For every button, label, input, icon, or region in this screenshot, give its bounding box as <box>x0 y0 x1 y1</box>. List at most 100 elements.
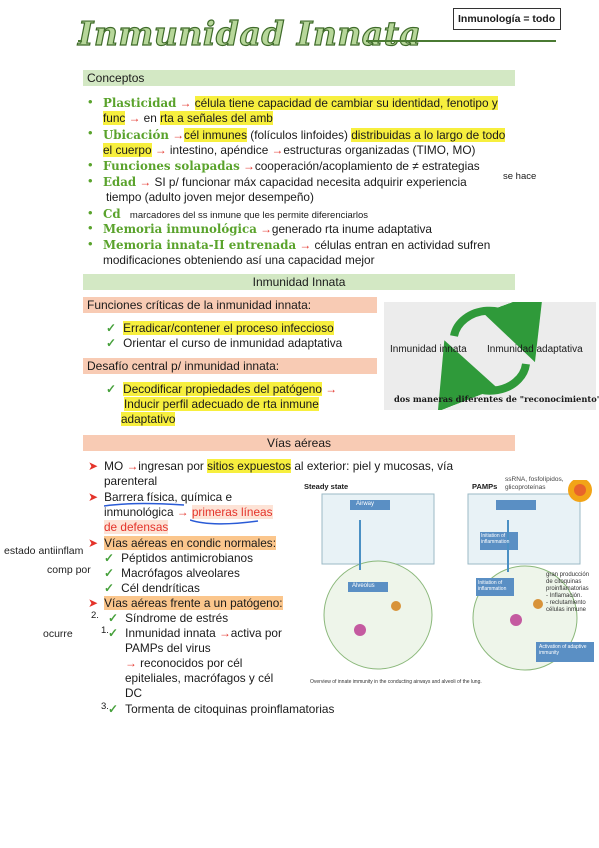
item-text: Tormenta de citoquinas proinflamatorias <box>125 702 335 716</box>
triangle-bullet-icon: ➤ <box>88 536 98 550</box>
text-distribuidas: distribuidas a lo largo de todo <box>351 128 506 142</box>
subject-tag: Inmunología = todo <box>453 8 561 30</box>
bullet-dot: • <box>88 236 93 251</box>
fig-label-steady: Steady state <box>304 482 349 491</box>
page-title: Inmunidad Innata <box>77 13 422 53</box>
def-cd: marcadores del ss inmune que les permite… <box>129 210 369 221</box>
text-exterior: al exterior: piel y mucosas, vía <box>291 459 454 473</box>
list-item: ✓ Decodificar propiedades del patógeno → <box>106 382 337 396</box>
cycle-left-label: Inmunidad innata <box>390 344 467 355</box>
def-memoria-innata: células entran en actividad sufren <box>314 238 491 252</box>
check-icon: ✓ <box>104 581 114 595</box>
vias-barrera-cont2: de defensas <box>104 520 169 534</box>
concept-memoria-innata: Memoria innata-II entrenada → células en… <box>103 238 490 252</box>
item-text: Orientar el curso de inmunidad adaptativ… <box>123 336 343 350</box>
fig-caption: Overview of innate immunity in the condu… <box>310 679 482 685</box>
check-icon: ✓ <box>108 702 118 716</box>
heading-funciones-label: Funciones críticas de la inmunidad innat… <box>87 298 312 312</box>
section-inmunidad-innata: Inmunidad Innata <box>83 274 515 290</box>
text-primeras-lineas: primeras líneas <box>191 505 273 519</box>
arrow-icon: → <box>299 238 312 252</box>
cycle-arrows-icon <box>437 302 544 410</box>
term-ubicacion: Ubicación <box>103 128 169 142</box>
bullet-dot: • <box>88 220 93 235</box>
list-item-cont: epiteliales, macrófagos y cél <box>125 671 274 685</box>
concept-memoria-innata-cont: modificaciones obteniendo así una capaci… <box>103 253 375 267</box>
item-text: Macrófagos alveolares <box>121 566 240 580</box>
item-text: Inmunidad innata <box>125 626 216 640</box>
fig-label-alveolus: Alveolus <box>352 583 375 589</box>
fig-pamps-note2: glicoproteínas <box>505 484 546 491</box>
vias-barrera-cont: inmunológica → primeras líneas <box>104 505 273 519</box>
item-text: Cél dendríticas <box>121 581 200 595</box>
item-text: reconocidos por cél <box>140 656 243 670</box>
text-foliculos: (folículos linfoides) <box>247 128 352 142</box>
triangle-bullet-icon: ➤ <box>88 490 98 504</box>
item-text: Erradicar/contener el proceso infeccioso <box>123 321 334 335</box>
arrow-icon: → <box>260 222 272 236</box>
side-note-line: proinflamatorias <box>546 586 589 592</box>
check-icon: ✓ <box>106 336 116 350</box>
text-mo: MO <box>104 459 124 473</box>
vias-normales-heading: ➤ Vías aéreas en condic normales: <box>88 536 276 550</box>
cycle-diagram: Inmunidad innata Inmunidad adaptativa do… <box>384 302 599 410</box>
desafio-cont: adaptativo <box>121 412 176 426</box>
list-item: ✓ Tormenta de citoquinas proinflamatoria… <box>108 702 334 716</box>
bullet-dot: • <box>88 94 93 109</box>
check-icon: ✓ <box>104 566 114 580</box>
term-edad: Edad <box>103 175 137 189</box>
fig-pamps-note1: ssRNA, fosfolípidos, <box>505 476 564 483</box>
fig-side-notes: gran producción de citoquinas proinflama… <box>546 572 589 614</box>
vias-mo-cont: parenteral <box>104 474 158 488</box>
side-note-line: - reclutamiento <box>546 600 586 606</box>
list-item-cont: PAMPs del virus <box>125 641 211 655</box>
term-funciones: Funciones solapadas <box>103 159 240 173</box>
bullet-dot: • <box>88 173 93 188</box>
concept-edad: Edad → SI p/ funcionar máx capacidad nec… <box>103 175 467 189</box>
section-inmunidad-label: Inmunidad Innata <box>252 275 346 289</box>
text-ingresan: ingresan por <box>138 459 204 473</box>
arrow-icon: → <box>172 128 185 142</box>
term-cd: Cd <box>103 207 121 221</box>
vias-mo: ➤ MO →ingresan por sitios expuestos al e… <box>88 459 453 473</box>
item-text: Inducir perfil adecuado de rta inmune <box>124 397 319 411</box>
handwritten-underline <box>104 502 185 507</box>
check-icon: ✓ <box>106 382 116 396</box>
arrow-icon: → <box>271 143 284 157</box>
term-memoria: Memoria inmunológica <box>103 222 257 236</box>
arrow-icon: → <box>325 382 337 396</box>
def-edad: SI p/ funcionar máx capacidad necesita a… <box>154 175 467 189</box>
def-memoria: generado rta inume adaptativa <box>271 222 432 236</box>
lung-immunity-figure: Steady state PAMPs ssRNA, fosfolípidos, … <box>300 476 599 690</box>
def-funciones: cooperación/acoplamiento de ≠ estrategia… <box>254 159 480 173</box>
fig-label-init2: Initiation of inflammation <box>478 580 507 592</box>
check-icon: ✓ <box>108 611 118 625</box>
concept-plasticidad: Plasticidad → célula tiene capacidad de … <box>103 96 498 110</box>
side-note-line: - Inflamación. <box>546 593 583 599</box>
arrow-icon: → <box>154 143 167 157</box>
arrow-icon: → <box>139 175 152 189</box>
bullet-dot: • <box>88 205 93 220</box>
desafio-cont: Inducir perfil adecuado de rta inmune <box>124 397 319 411</box>
item-text: activa por <box>230 626 282 640</box>
triangle-bullet-icon: ➤ <box>88 459 98 473</box>
text-cel-inmunes: cél inmunes <box>184 128 247 142</box>
fig-label-airway: Airway <box>356 501 375 507</box>
arrow-icon: → <box>128 111 141 125</box>
side-note-line: gran producción <box>546 572 590 578</box>
text-func: func <box>103 111 126 125</box>
side-note-line: células inmune <box>546 607 587 613</box>
text-intestino: intestino, apéndice <box>166 143 272 157</box>
title-underline-left <box>78 40 82 42</box>
item-text: Péptidos antimicrobianos <box>121 551 253 565</box>
list-item: ✓ Orientar el curso de inmunidad adaptat… <box>106 336 342 350</box>
list-item: ✓ Cél dendríticas <box>104 581 200 595</box>
margin-note-estado: estado antiinflam <box>4 545 84 557</box>
fig-label-init: Initiation of inflammation <box>481 533 510 545</box>
number-3: 3. <box>101 701 109 712</box>
text-en: en <box>143 111 157 125</box>
section-vias-aereas: Vías aéreas <box>83 435 515 451</box>
margin-note-ocurre: ocurre <box>43 628 73 640</box>
term-memoria-innata: Memoria innata-II entrenada <box>103 238 297 252</box>
list-item-cont: → reconocidos por cél <box>125 656 242 670</box>
